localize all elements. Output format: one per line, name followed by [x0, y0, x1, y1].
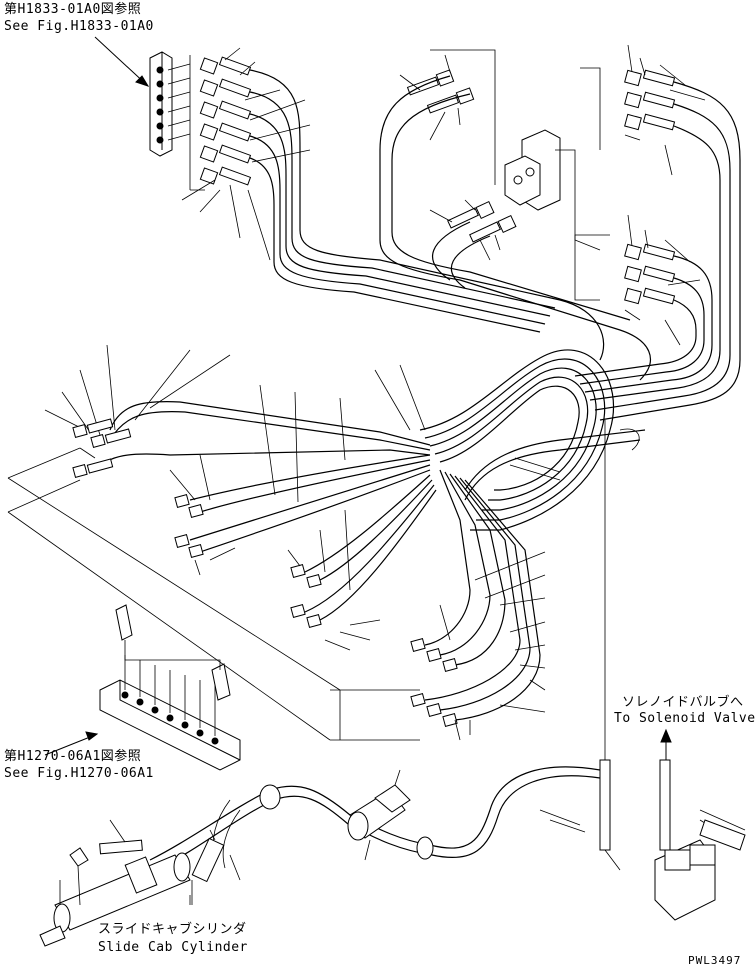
top-right-fittings: [574, 44, 741, 421]
bottom-right-valve: [539, 420, 746, 921]
left-mid-fittings: [72, 418, 381, 651]
drawing-code: PWL3497: [688, 954, 742, 967]
top-ref-label-jp: 第H1833-01A0図参照: [4, 2, 142, 17]
mid-ref-label-en: See Fig.H1270-06A1: [4, 766, 154, 781]
cylinder-label-en: Slide Cab Cylinder: [98, 940, 248, 955]
bottom-hose-run: [149, 766, 601, 869]
top-ref-arrow: [94, 36, 150, 87]
mid-ref-label-jp: 第H1270-06A1図参照: [4, 749, 142, 764]
mid-manifold-block: [99, 604, 241, 771]
cylinder-label-jp: スライドキャブシリンダ: [98, 922, 247, 937]
top-manifold-block: [149, 51, 191, 157]
hose-bundle-top-left: [249, 69, 605, 361]
central-hose-loops: [419, 349, 646, 531]
top-center-fittings: [379, 49, 651, 381]
bottom-accumulator: [347, 769, 411, 861]
top-ref-label-en: See Fig.H1833-01A0: [4, 19, 154, 34]
slide-cab-cylinder: [39, 819, 241, 947]
left-hose-fan: [7, 344, 437, 741]
solenoid-label-en: To Solenoid Valve: [614, 711, 756, 726]
mid-ref-arrow: [44, 731, 99, 756]
small-valve-block: [429, 129, 601, 289]
lower-right-hoses: [330, 469, 546, 741]
solenoid-label-jp: ソレノイドバルブへ: [622, 695, 744, 710]
top-left-fittings: [181, 47, 311, 261]
